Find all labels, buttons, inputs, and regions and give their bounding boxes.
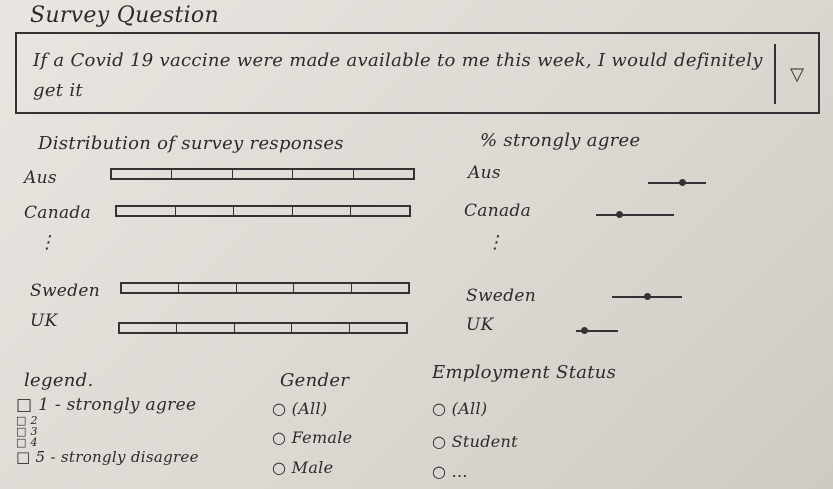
- bar-segment: [235, 324, 293, 332]
- bar-segment: [234, 207, 293, 215]
- legend-heading: legend.: [24, 370, 94, 391]
- legend-item-label: 1 - strongly agree: [38, 395, 197, 415]
- dist-ellipsis: ⋮: [38, 232, 57, 253]
- bar-segment: [112, 170, 173, 178]
- sa-interval-aus: [648, 179, 706, 186]
- legend-item-1: □ 1 - strongly agree: [16, 395, 197, 415]
- employment-option-more[interactable]: ○ ...: [432, 462, 468, 481]
- sa-point-aus: [679, 179, 687, 186]
- sa-label-sweden: Sweden: [466, 286, 536, 306]
- option-label: Male: [291, 458, 334, 477]
- bar-segment: [179, 284, 237, 292]
- dist-label-uk: UK: [30, 311, 58, 331]
- dist-label-aus: Aus: [24, 168, 57, 188]
- chevron-down-icon: ▽: [790, 63, 804, 85]
- bar-segment: [117, 207, 176, 215]
- bar-segment: [294, 284, 352, 292]
- employment-option-student[interactable]: ○ Student: [432, 432, 518, 451]
- option-label: (All): [291, 399, 328, 418]
- bar-segment: [237, 284, 295, 292]
- sa-label-uk: UK: [466, 315, 494, 335]
- legend-item-label: 2: [30, 414, 38, 427]
- bar-segment: [172, 170, 233, 178]
- option-label: ...: [451, 462, 468, 481]
- legend-item-label: 4: [30, 436, 38, 449]
- sa-point-uk: [580, 327, 588, 334]
- distribution-heading: Distribution of survey responses: [38, 133, 344, 154]
- bar-segment: [352, 284, 408, 292]
- dist-label-canada: Canada: [24, 203, 92, 223]
- option-label: Female: [291, 428, 353, 447]
- question-select[interactable]: If a Covid 19 vaccine were made availabl…: [15, 32, 820, 114]
- question-text: If a Covid 19 vaccine were made availabl…: [33, 50, 763, 101]
- gender-option-female[interactable]: ○ Female: [272, 428, 353, 447]
- dist-bar-canada: [115, 205, 411, 217]
- bar-segment: [351, 207, 409, 215]
- option-label: Student: [451, 432, 518, 451]
- gender-option-male[interactable]: ○ Male: [272, 458, 334, 477]
- legend-item-5: □ 5 - strongly disagree: [16, 448, 199, 466]
- sa-interval-uk: [576, 327, 618, 334]
- legend-item-label: 3: [30, 425, 38, 438]
- page-title: Survey Question: [30, 3, 219, 28]
- dist-label-sweden: Sweden: [30, 281, 100, 301]
- legend-item-label: 5 - strongly disagree: [35, 448, 199, 466]
- bar-segment: [176, 207, 235, 215]
- sa-label-aus: Aus: [468, 163, 501, 183]
- legend-item-2: □ 2: [16, 414, 38, 427]
- bar-segment: [233, 170, 294, 178]
- bar-segment: [177, 324, 235, 332]
- dist-bar-uk: [118, 322, 408, 334]
- legend-item-4: □ 4: [16, 436, 38, 449]
- bar-segment: [350, 324, 406, 332]
- dist-bar-sweden: [120, 282, 410, 294]
- employment-heading: Employment Status: [432, 362, 617, 383]
- dropdown-toggle[interactable]: ▽: [774, 44, 818, 104]
- sa-point-sweden: [643, 293, 651, 300]
- bar-segment: [122, 284, 180, 292]
- gender-option-all[interactable]: ○ (All): [272, 399, 328, 418]
- sa-interval-canada: [596, 211, 674, 218]
- gender-heading: Gender: [280, 370, 350, 391]
- strongly-agree-heading: % strongly agree: [480, 130, 641, 151]
- bar-segment: [293, 207, 352, 215]
- legend-item-3: □ 3: [16, 425, 38, 438]
- option-label: (All): [451, 399, 488, 418]
- bar-segment: [292, 324, 350, 332]
- bar-segment: [293, 170, 354, 178]
- sa-label-canada: Canada: [464, 201, 532, 221]
- bar-segment: [354, 170, 413, 178]
- bar-segment: [120, 324, 178, 332]
- sa-point-canada: [615, 211, 623, 218]
- legend-list: □ 1 - strongly agree □ 2 □ 3 □ 4 □ 5 - s…: [16, 395, 199, 467]
- sa-interval-sweden: [612, 293, 682, 300]
- dist-bar-aus: [110, 168, 415, 180]
- employment-option-all[interactable]: ○ (All): [432, 399, 488, 418]
- sa-ellipsis: ⋮: [486, 232, 505, 253]
